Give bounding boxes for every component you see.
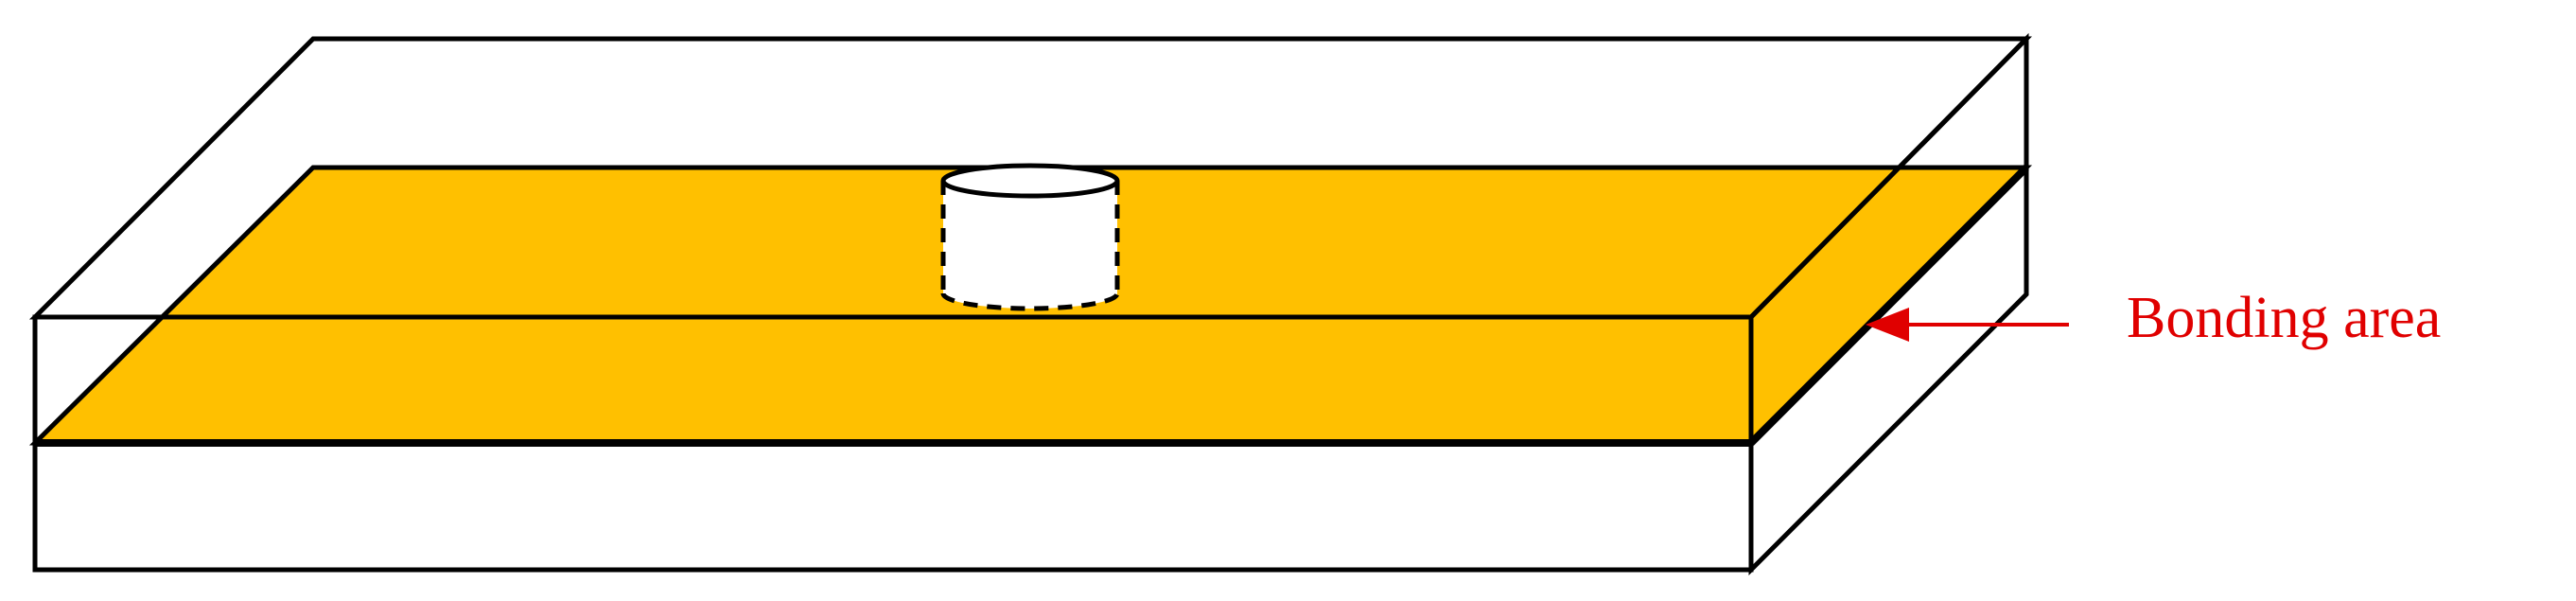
cylinder-top-ellipse [940,163,1120,199]
cylinder-body [943,181,1117,309]
callout-arrow-head [1866,308,1909,342]
lower-plate-front-face [32,440,1754,573]
interface-right-edge [1748,165,2029,446]
cylinder-bottom-edge [940,292,1120,311]
cylinder-hole [940,163,1120,311]
callout-arrow [1866,308,2069,342]
lower-plate [32,161,2029,576]
bonding-area-label: Bonding area [2127,286,2441,350]
